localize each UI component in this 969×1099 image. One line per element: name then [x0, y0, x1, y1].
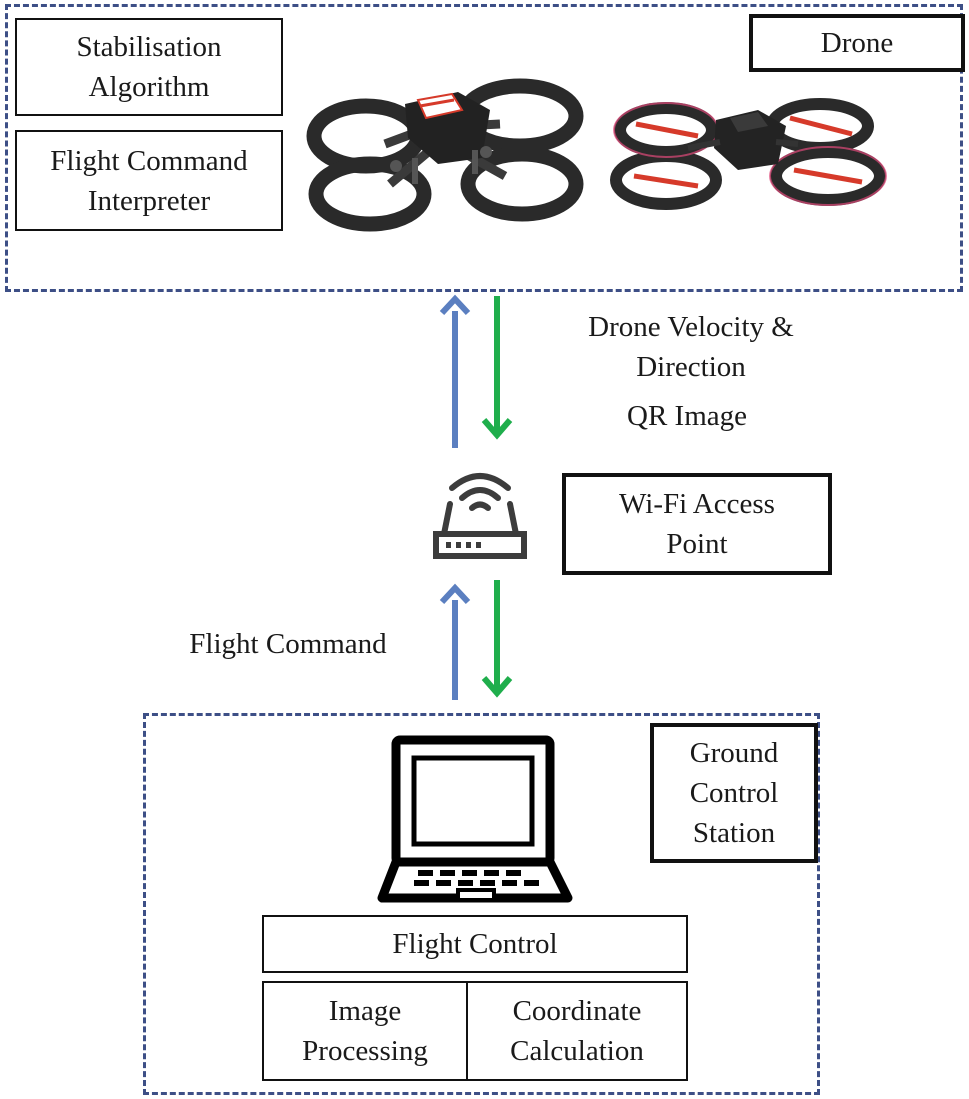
- ground-control-station-region: [143, 713, 820, 1095]
- flight-command-interpreter-box: Flight Command Interpreter: [15, 130, 283, 231]
- drone-region: [5, 4, 963, 292]
- wifi-access-point-label: Wi-Fi Access Point: [562, 473, 832, 575]
- laptop-icon: [377, 735, 573, 903]
- coordinate-calculation-box: Coordinate Calculation: [466, 981, 688, 1081]
- drone-velocity-label: Drone Velocity & Direction: [588, 311, 794, 383]
- uplink-arrow-bottom: [439, 583, 471, 700]
- downlink-arrow-bottom: [481, 580, 513, 698]
- uplink-arrow-top: [439, 294, 471, 448]
- wifi-router-icon: [433, 473, 527, 559]
- stabilisation-algorithm-box: Stabilisation Algorithm: [15, 18, 283, 116]
- flight-control-box: Flight Control: [262, 915, 688, 973]
- qr-image-label: QR Image: [627, 400, 747, 432]
- ground-control-station-label: Ground Control Station: [650, 723, 818, 863]
- flight-command-label: Flight Command: [189, 628, 387, 660]
- image-processing-box: Image Processing: [262, 981, 468, 1081]
- quadcopter-drone-icon: [306, 78, 584, 232]
- quadcopter-drone-red-icon: [610, 98, 887, 210]
- downlink-arrow-top: [481, 296, 513, 440]
- drone-label: Drone: [749, 14, 965, 72]
